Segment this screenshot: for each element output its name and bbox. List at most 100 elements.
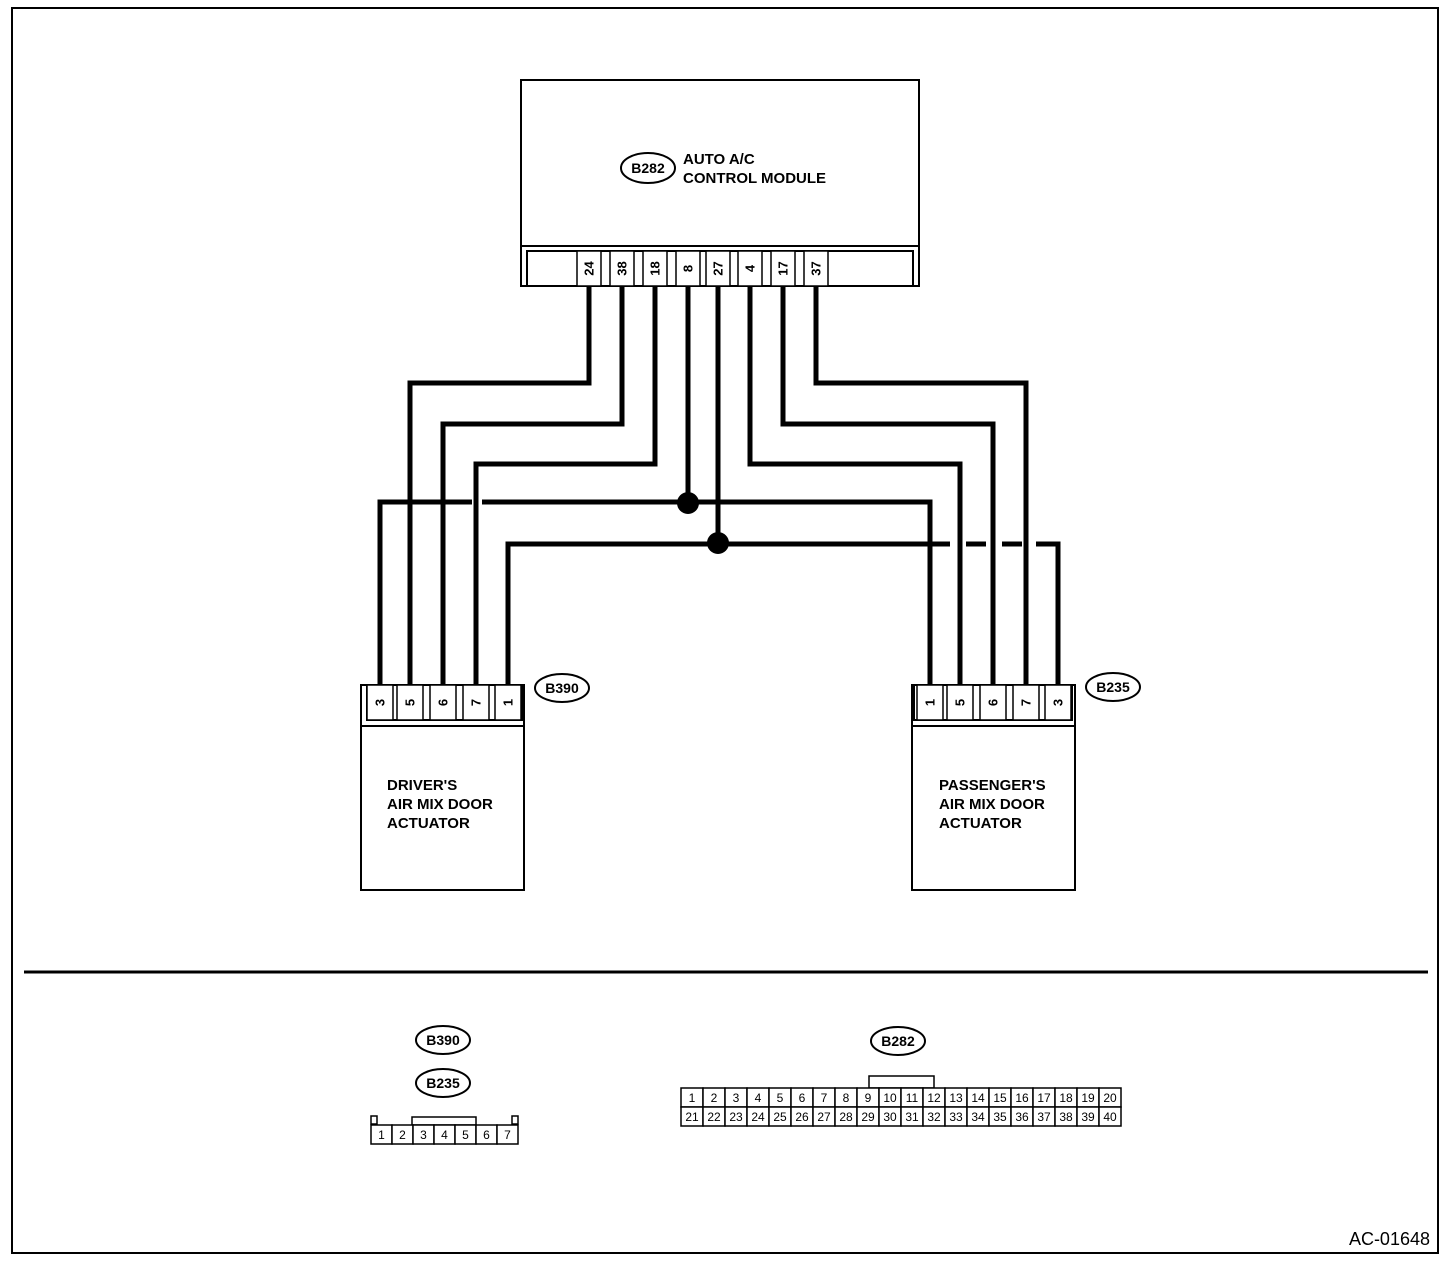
module-pin-number: 27 — [711, 261, 726, 275]
small-connector-pin-number: 4 — [441, 1128, 448, 1142]
large-connector-pin-number: 40 — [1103, 1110, 1117, 1124]
passenger-pin-cell — [1012, 684, 1040, 721]
large-connector-pin-number: 22 — [707, 1110, 721, 1124]
large-connector-pin-number: 27 — [817, 1110, 831, 1124]
large-connector-pin-number: 31 — [905, 1110, 919, 1124]
small-connector-pin-number: 5 — [462, 1128, 469, 1142]
auto-ac-control-module: B282 AUTO A/C CONTROL MODULE 24 38 18 8 27 4 1… — [520, 79, 920, 287]
large-connector-pin-number: 14 — [971, 1091, 985, 1105]
large-connector-pin-number: 13 — [949, 1091, 963, 1105]
large-connector-tag: B282 — [881, 1033, 915, 1049]
large-connector-pin-number: 25 — [773, 1110, 787, 1124]
large-connector-pin-number: 6 — [799, 1091, 806, 1105]
module-label-line1: AUTO A/C — [683, 151, 755, 168]
module-pin-cell — [675, 250, 701, 287]
large-connector-pin-number: 8 — [843, 1091, 850, 1105]
small-connector-pin-number: 7 — [504, 1128, 511, 1142]
module-pin-number: 18 — [648, 261, 663, 275]
wire-8-to-driver-3-left — [377, 499, 468, 685]
passenger-pin-cell — [916, 684, 944, 721]
large-connector-pin-number: 26 — [795, 1110, 809, 1124]
module-pin-number: 38 — [615, 261, 630, 275]
module-pin-number: 17 — [776, 261, 791, 275]
wire-17-to-passenger-6 — [780, 286, 996, 685]
large-connector-pin-number: 39 — [1081, 1110, 1095, 1124]
passenger-label-line1: PASSENGER'S — [939, 777, 1046, 794]
driver-pin-cell — [429, 684, 457, 721]
passenger-pin-cell — [946, 684, 974, 721]
driver-pin-cell — [366, 684, 394, 721]
passenger-pin-cell — [1044, 684, 1072, 721]
large-connector-pin-number: 36 — [1015, 1110, 1029, 1124]
large-connector-pin-number: 9 — [865, 1091, 872, 1105]
wire-harness — [377, 286, 1061, 685]
large-connector-pin-number: 1 — [689, 1091, 696, 1105]
connector-tag-b390 — [534, 673, 590, 703]
passenger-label-line3: ACTUATOR — [939, 815, 1022, 832]
module-pin-number: 4 — [743, 264, 758, 272]
large-connector-pin-number: 29 — [861, 1110, 875, 1124]
passenger-connector-tag: B235 — [1096, 679, 1130, 695]
module-pin-number: 24 — [582, 261, 597, 276]
driver-pin-number: 7 — [469, 699, 484, 706]
large-connector-pin-number: 30 — [883, 1110, 897, 1124]
driver-label-line2: AIR MIX DOOR — [387, 796, 493, 813]
driver-pin-cell — [396, 684, 424, 721]
passenger-pin-number: 6 — [986, 699, 1001, 706]
small-connector-pin-number: 6 — [483, 1128, 490, 1142]
wire-4-to-passenger-5 — [747, 286, 963, 685]
large-connector-pin-number: 7 — [821, 1091, 828, 1105]
large-connector-pin-number: 12 — [927, 1091, 941, 1105]
large-connector-pin-number: 24 — [751, 1110, 765, 1124]
large-connector-pin-number: 23 — [729, 1110, 743, 1124]
driver-connector-tag: B390 — [545, 680, 579, 696]
large-connector-pin-number: 2 — [711, 1091, 718, 1105]
wire-27-to-driver-1 — [505, 541, 940, 685]
large-connector-pin-number: 3 — [733, 1091, 740, 1105]
passenger-pin-number: 7 — [1019, 699, 1034, 706]
small-connector-tag-2: B235 — [426, 1075, 460, 1091]
large-connector-pin-number: 19 — [1081, 1091, 1095, 1105]
large-connector-pin-number: 37 — [1037, 1110, 1051, 1124]
module-pin-strip: 24 38 18 8 27 4 17 37 — [576, 250, 829, 287]
connector-tag-b235 — [1085, 672, 1141, 702]
small-connector-tag-1: B390 — [426, 1032, 460, 1048]
large-connector-pin-number: 32 — [927, 1110, 941, 1124]
large-connector-pin-number: 4 — [755, 1091, 762, 1105]
large-connector-pin-number: 5 — [777, 1091, 784, 1105]
module-pin-cell — [770, 250, 796, 287]
splice-point-27 — [707, 532, 729, 554]
passenger-label-line2: AIR MIX DOOR — [939, 796, 1045, 813]
large-connector-pin-number: 15 — [993, 1091, 1007, 1105]
splice-point-8 — [677, 492, 699, 514]
large-connector-pin-number: 16 — [1015, 1091, 1029, 1105]
wire-37-to-passenger-7 — [813, 286, 1029, 685]
large-connector-pin-number: 10 — [883, 1091, 897, 1105]
wire-8-to-passenger-1 — [482, 499, 933, 685]
module-pin-number: 8 — [681, 265, 696, 272]
passenger-pin-number: 3 — [1051, 699, 1066, 706]
driver-pin-cell — [494, 684, 522, 721]
module-label-line2: CONTROL MODULE — [683, 170, 826, 187]
module-connector-tag: B282 — [631, 160, 665, 176]
large-connector-pin-number: 21 — [685, 1110, 699, 1124]
large-connector-pin-number: 18 — [1059, 1091, 1073, 1105]
large-connector-pin-number: 38 — [1059, 1110, 1073, 1124]
large-connector-pin-number: 35 — [993, 1110, 1007, 1124]
driver-label-line1: DRIVER'S — [387, 777, 457, 794]
module-pin-number: 37 — [809, 261, 824, 275]
passenger-pin-number: 5 — [953, 699, 968, 706]
small-connector-pin-number: 2 — [399, 1128, 406, 1142]
driver-pin-cell — [462, 684, 490, 721]
driver-pin-number: 5 — [403, 699, 418, 706]
passenger-pin-cell — [979, 684, 1007, 721]
